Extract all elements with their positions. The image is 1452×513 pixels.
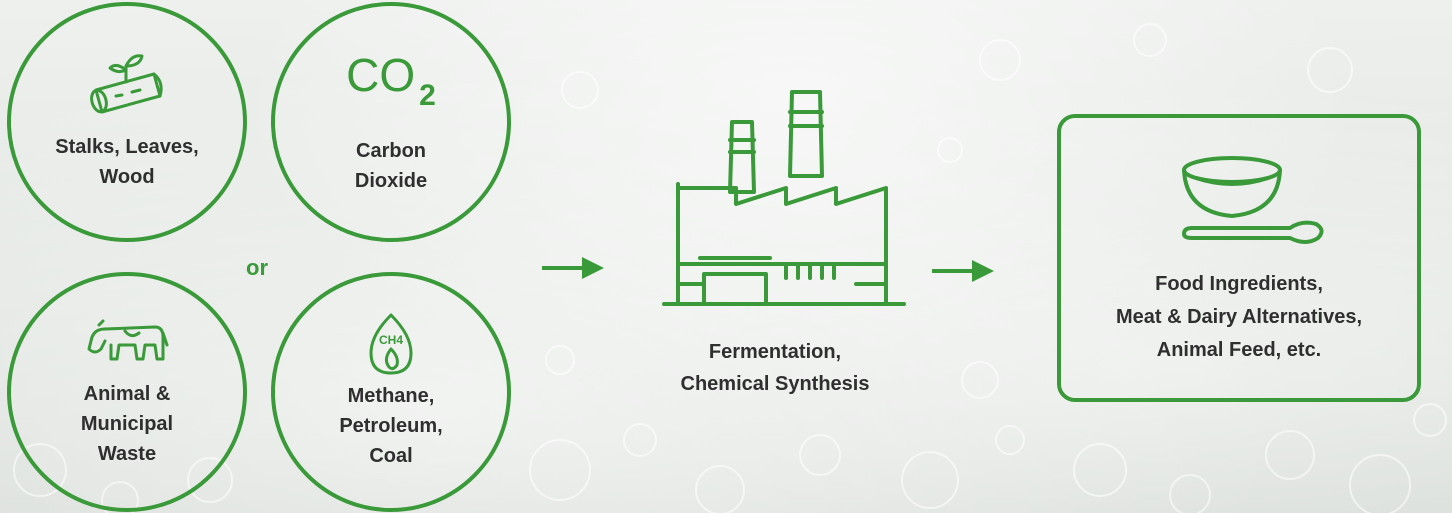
- log-sprout-icon: [90, 54, 163, 114]
- biomass-label: Stalks, Leaves, Wood: [55, 136, 199, 188]
- cow-icon: [87, 319, 169, 361]
- output-label: Food Ingredients, Meat & Dairy Alternati…: [1115, 273, 1362, 361]
- output-box: [1057, 114, 1421, 402]
- input-waste-circle: Animal & Municipal Waste: [7, 272, 247, 512]
- flame-icon-wrap: CH4: [365, 313, 417, 377]
- arrow-right-icon: [932, 260, 994, 282]
- ch4-text: CH4: [378, 333, 403, 347]
- bowl-spoon-icon: [1182, 156, 1324, 244]
- flame-icon: [369, 313, 413, 375]
- or-connector: or: [246, 255, 268, 280]
- arrow-right-icon: [542, 257, 604, 279]
- co2-text: CO: [346, 48, 416, 101]
- fossil-label: Methane, Petroleum, Coal: [339, 385, 443, 467]
- co2-subscript: 2: [419, 78, 436, 112]
- co2-label: Carbon Dioxide: [354, 139, 428, 192]
- input-biomass-circle: Stalks, Leaves, Wood: [7, 2, 247, 242]
- factory-icon: [662, 90, 906, 306]
- waste-label: Animal & Municipal Waste: [80, 383, 174, 465]
- process-label: Fermentation, Chemical Synthesis: [680, 341, 870, 395]
- input-fossil-circle: CH4 Methane, Petroleum, Coal: [271, 272, 511, 512]
